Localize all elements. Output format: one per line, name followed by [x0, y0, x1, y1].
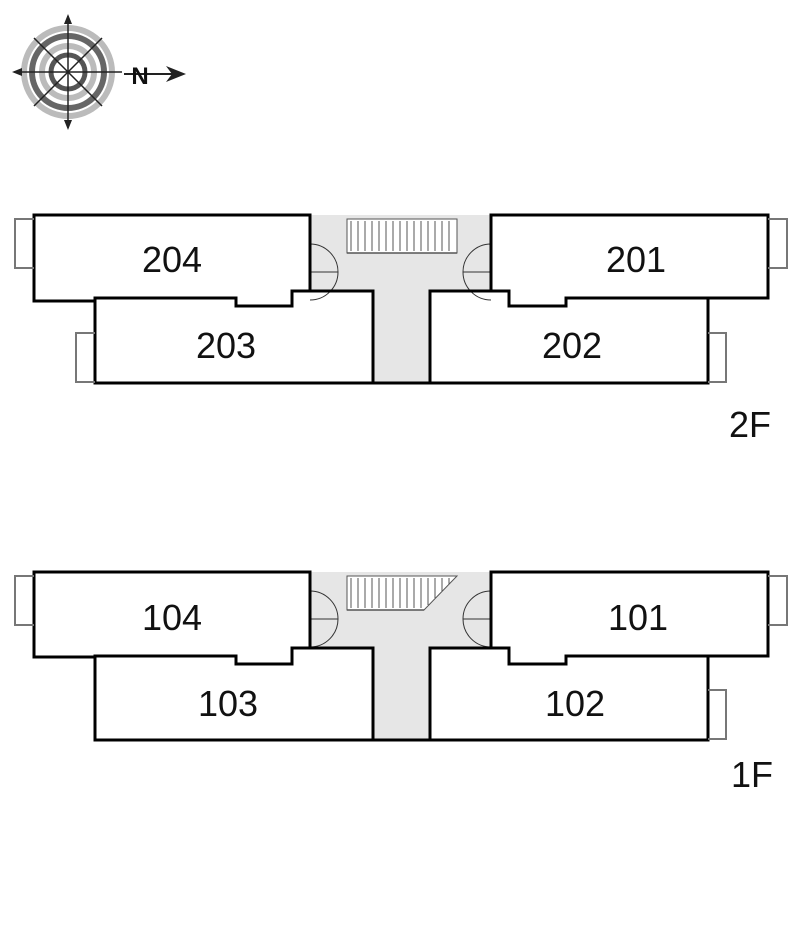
common-area-1f: [310, 572, 491, 740]
room-number-101: 101: [608, 597, 668, 638]
staircase-1f: [346, 575, 459, 611]
compass-north-label: N: [131, 63, 148, 90]
room-number-204: 204: [142, 239, 202, 280]
room-number-202: 202: [542, 325, 602, 366]
floor-label-2f: 2F: [729, 404, 771, 445]
floor-2f: 204 203 201 202 2F: [14, 213, 788, 445]
room-number-201: 201: [606, 239, 666, 280]
room-number-102: 102: [545, 683, 605, 724]
room-outline-203: [93, 289, 375, 385]
common-corridor-outline-2f: [371, 291, 432, 385]
floor-label-1f: 1F: [731, 754, 773, 795]
balcony-2f: [14, 218, 788, 383]
balcony-1f: [14, 575, 788, 740]
room-outline-202: [428, 289, 710, 385]
room-number-203: 203: [196, 325, 256, 366]
common-corridor-outline-1f: [371, 648, 432, 742]
room-number-104: 104: [142, 597, 202, 638]
room-outline-103: [93, 646, 375, 742]
staircase-2f: [346, 218, 458, 254]
room-number-103: 103: [198, 683, 258, 724]
door-swing-icon: [309, 243, 492, 301]
common-area-2f: [310, 215, 491, 383]
compass-rose-icon: N: [12, 14, 186, 130]
floor-1f: 104 103 101 102 1F: [14, 570, 788, 795]
room-outline-102: [428, 646, 710, 742]
